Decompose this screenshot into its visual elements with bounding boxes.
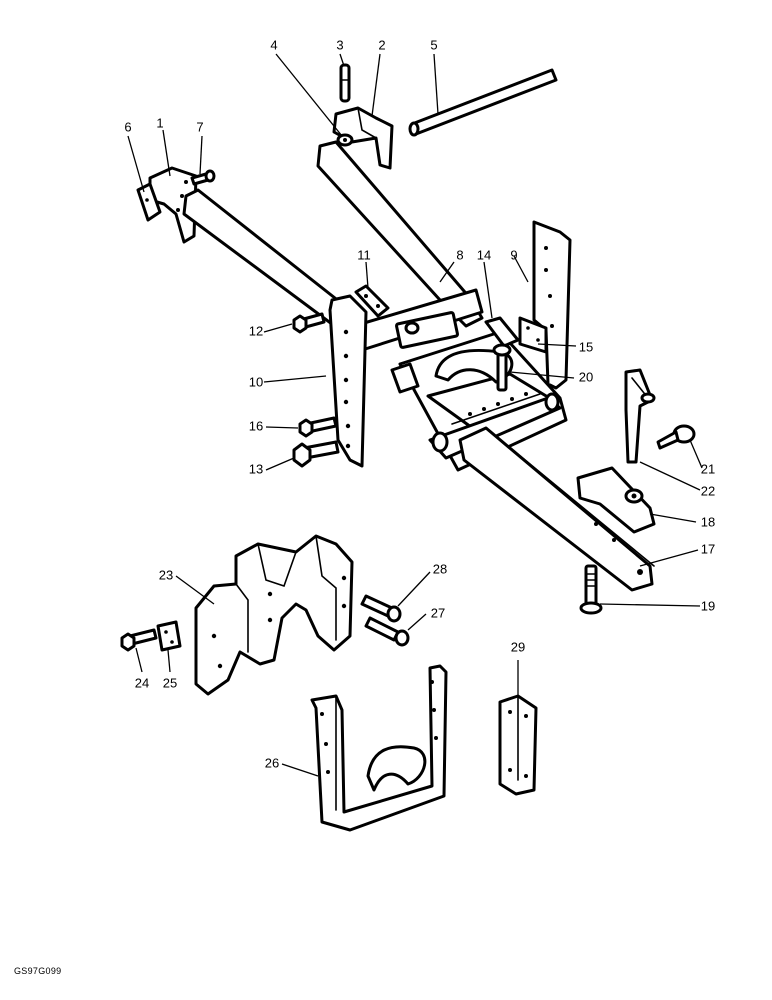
callout-27: 27 bbox=[431, 605, 445, 620]
part-12-bolt bbox=[292, 312, 326, 334]
callout-labels: 1 2 3 4 5 6 7 8 9 10 11 12 13 14 15 16 1… bbox=[124, 37, 715, 770]
callout-18: 18 bbox=[701, 514, 715, 529]
part-25-plate bbox=[156, 620, 182, 652]
callout-12: 12 bbox=[249, 323, 263, 338]
callout-14: 14 bbox=[477, 247, 491, 262]
callout-25: 25 bbox=[163, 675, 177, 690]
callout-17: 17 bbox=[701, 541, 715, 556]
callout-11: 11 bbox=[357, 247, 371, 262]
drawing-reference-code: GS97G099 bbox=[14, 966, 62, 976]
callout-23: 23 bbox=[159, 567, 173, 582]
callout-20: 20 bbox=[579, 369, 593, 384]
callout-29: 29 bbox=[511, 639, 525, 654]
callout-28: 28 bbox=[433, 561, 447, 576]
part-27-bolt bbox=[364, 616, 410, 647]
callout-6: 6 bbox=[124, 119, 131, 134]
part-10-side-plate bbox=[328, 294, 368, 468]
part-14-handle bbox=[434, 316, 520, 384]
callout-13: 13 bbox=[249, 461, 263, 476]
part-9-side-plate bbox=[532, 220, 572, 390]
callout-21: 21 bbox=[701, 461, 715, 476]
callout-7: 7 bbox=[196, 119, 203, 134]
callout-10: 10 bbox=[249, 374, 263, 389]
callout-1: 1 bbox=[156, 115, 163, 130]
callout-26: 26 bbox=[265, 755, 279, 770]
part-8-frame-left-arm bbox=[182, 188, 356, 332]
part-13-bolt bbox=[292, 440, 340, 468]
part-19-bolt bbox=[579, 564, 603, 615]
part-18-clevis bbox=[576, 466, 656, 534]
part-20-bolt bbox=[492, 343, 512, 392]
part-5-rod bbox=[408, 68, 558, 137]
part-22-pin bbox=[624, 368, 656, 464]
callout-4: 4 bbox=[270, 37, 277, 52]
part-28-bolt bbox=[360, 594, 402, 623]
part-21-key bbox=[656, 424, 696, 450]
part-23-casting bbox=[194, 534, 354, 696]
part-26-u-frame bbox=[310, 664, 448, 832]
part-17-drawbar bbox=[458, 426, 655, 592]
callout-9: 9 bbox=[510, 247, 517, 262]
callout-24: 24 bbox=[135, 675, 149, 690]
callout-19: 19 bbox=[701, 598, 715, 613]
part-4-washer bbox=[336, 133, 354, 147]
part-16-bolt bbox=[298, 416, 338, 438]
callout-16: 16 bbox=[249, 418, 263, 433]
part-29-plate bbox=[498, 694, 538, 796]
part-6-plate bbox=[136, 182, 162, 222]
callout-15: 15 bbox=[579, 339, 593, 354]
callout-2: 2 bbox=[378, 37, 385, 52]
callout-22: 22 bbox=[701, 483, 715, 498]
part-3-pin bbox=[339, 63, 351, 103]
callout-8: 8 bbox=[456, 247, 463, 262]
part-7-bolt bbox=[190, 169, 216, 186]
callout-5: 5 bbox=[430, 37, 437, 52]
leader-lines bbox=[127, 53, 703, 777]
part-24-bolt bbox=[120, 628, 158, 652]
part-11-link-plate bbox=[354, 284, 390, 318]
callout-3: 3 bbox=[336, 37, 343, 52]
